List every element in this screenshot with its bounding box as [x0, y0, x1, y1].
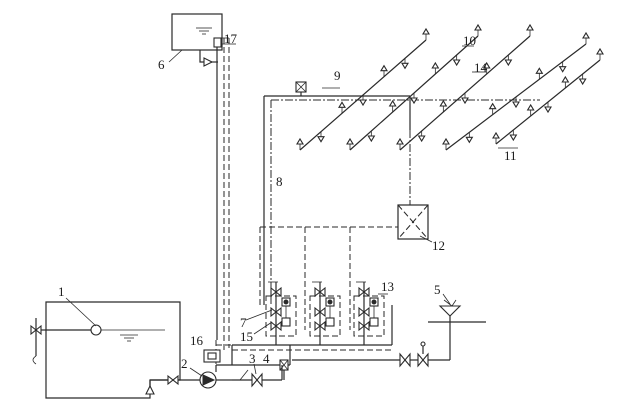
sprinkler-head-icon — [535, 67, 544, 80]
sprinkler-head-icon — [582, 31, 590, 44]
label-pressure-switch: 13 — [381, 279, 394, 294]
label-control-box: 12 — [432, 238, 445, 253]
label-pump-adapter: 5 — [434, 282, 441, 297]
sprinkler-head-icon — [544, 102, 552, 114]
sprinkler-head-icon — [461, 93, 469, 105]
sprinkler-head-icon — [338, 101, 346, 114]
sprinkler-head-icon — [504, 55, 513, 67]
alarm-valve-sets — [265, 281, 385, 345]
sprinkler-head-icon — [452, 55, 461, 67]
control-box — [259, 204, 429, 330]
sprinkler-head-icon — [596, 47, 604, 60]
pump-line — [150, 374, 200, 386]
sprinkler-head-icon — [474, 23, 482, 36]
sprinkler-head-icon — [346, 137, 354, 150]
label-sprinkler-branch: 11 — [504, 148, 517, 163]
label-riser-pipe: 8 — [276, 174, 283, 189]
pump-adapter — [292, 299, 486, 368]
sprinkler-head-icon — [442, 137, 450, 150]
label-branch-pipe: 10 — [463, 33, 476, 48]
sprinkler-head-icon — [439, 99, 448, 112]
sprinkler-head-icon — [317, 131, 325, 143]
sprinkler-head-icon — [422, 27, 430, 40]
sprinkler-head-icon — [465, 132, 474, 144]
sprinkler-head-icon — [578, 74, 587, 86]
sprinkler-head-icon — [401, 58, 409, 70]
label-signal-valve: 15 — [240, 329, 253, 344]
riser-pipe — [263, 95, 540, 305]
label-gate-valve-4: 4 — [263, 351, 270, 366]
gate-valve-4 — [279, 359, 289, 380]
sprinkler-head-icon — [296, 137, 304, 150]
sprinkler-head-icon — [558, 61, 567, 73]
label-check-valve: 3 — [249, 351, 256, 366]
sprinkler-head-icon — [526, 23, 534, 36]
alarm-valve-set — [353, 281, 385, 345]
sprinkler-head-icon — [388, 99, 397, 112]
sprinkler-head-icon — [482, 61, 491, 74]
check-valve — [232, 369, 282, 388]
labels: 1 2 3 4 5 6 7 8 9 10 11 12 13 14 15 16 1… — [58, 31, 518, 377]
alarm-valve-set — [265, 281, 297, 345]
sprinkler-head-icon — [431, 61, 440, 74]
sprinkler-head-icon — [410, 93, 418, 105]
sprinkler-head-icon — [526, 103, 535, 116]
sprinkler-head-icon — [512, 97, 520, 109]
sprinkler-head-icon — [417, 131, 426, 143]
sprinkler-head-icon — [367, 131, 376, 143]
sprinkler-head-icon — [380, 64, 388, 77]
sprinkler-branches — [296, 23, 604, 151]
sprinkler-head-icon — [509, 130, 518, 142]
label-fire-pump: 2 — [181, 356, 188, 371]
water-tank — [30, 301, 181, 399]
fire-pump — [199, 365, 232, 389]
label-pressure-tank: 16 — [190, 333, 204, 348]
pressure-tank — [203, 349, 221, 363]
label-roof-valve: 17 — [224, 31, 238, 46]
label-flow-indicator: 14 — [474, 60, 488, 75]
label-roof-tank: 6 — [158, 57, 165, 72]
sprinkler-head-icon — [488, 102, 497, 115]
label-alarm-valve: 7 — [240, 315, 247, 330]
sprinkler-head-icon — [359, 95, 367, 107]
sprinkler-head-icon — [396, 137, 404, 150]
alarm-valve-set — [309, 281, 341, 345]
label-water-tank: 1 — [58, 284, 65, 299]
roof-tank — [171, 13, 223, 67]
label-distribution-main: 9 — [334, 68, 341, 83]
distribution-main — [295, 81, 307, 96]
sprinkler-head-icon — [561, 75, 570, 88]
sprinkler-head-icon — [492, 131, 500, 144]
roof-valve — [213, 37, 222, 62]
